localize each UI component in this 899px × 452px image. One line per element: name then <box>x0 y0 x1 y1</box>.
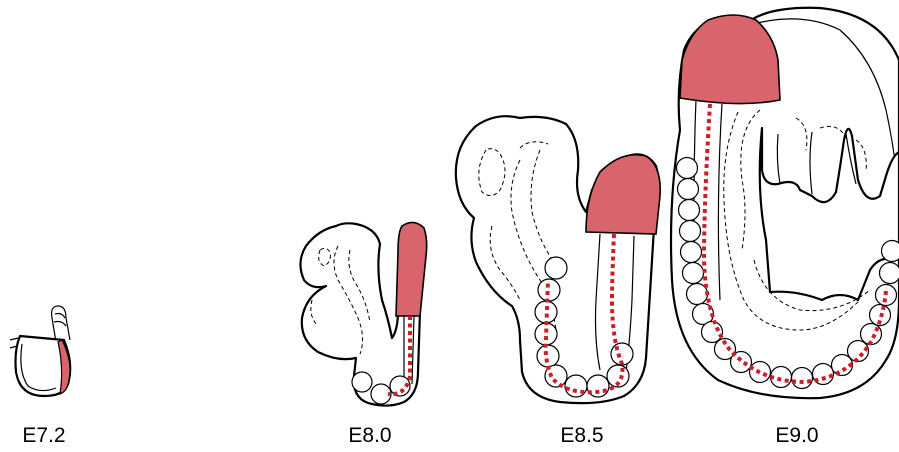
stage-label-e7-2: E7.2 <box>22 424 65 448</box>
embryo-e8-5 <box>456 116 660 403</box>
e8-5-highlight-region <box>586 155 660 234</box>
stage-label-e8-5: E8.5 <box>560 424 603 448</box>
stage-label-e8-0: E8.0 <box>348 424 391 448</box>
embryo-e8-0 <box>300 222 426 405</box>
embryo-e9-0 <box>671 8 899 398</box>
embryo-e7-2 <box>10 306 70 396</box>
stage-label-e9-0: E9.0 <box>775 424 818 448</box>
e8-0-highlight-region <box>396 222 427 316</box>
